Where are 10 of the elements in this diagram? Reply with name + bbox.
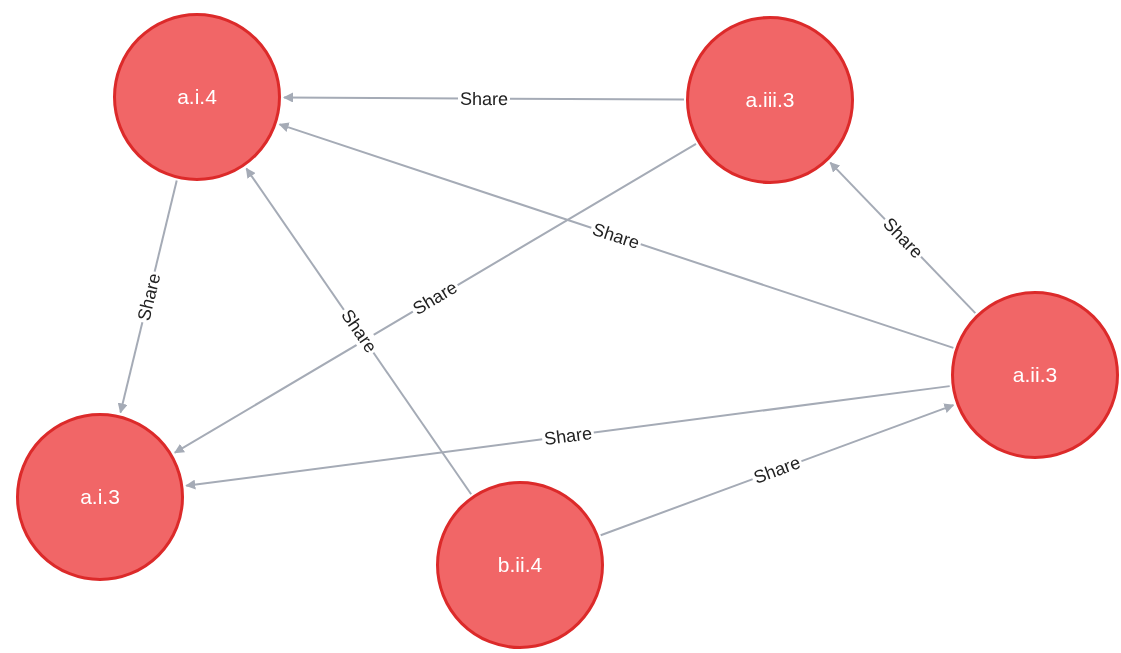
arrow — [245, 167, 473, 496]
node-label: a.i.3 — [80, 485, 120, 509]
arrow — [283, 92, 685, 103]
arrow — [278, 122, 955, 349]
node-label: a.i.4 — [177, 85, 217, 109]
arrow — [185, 385, 951, 490]
node-label: a.iii.3 — [745, 88, 795, 112]
arrow — [173, 142, 697, 454]
node-label: a.ii.3 — [1012, 363, 1058, 387]
node-label: b.ii.4 — [497, 553, 543, 577]
